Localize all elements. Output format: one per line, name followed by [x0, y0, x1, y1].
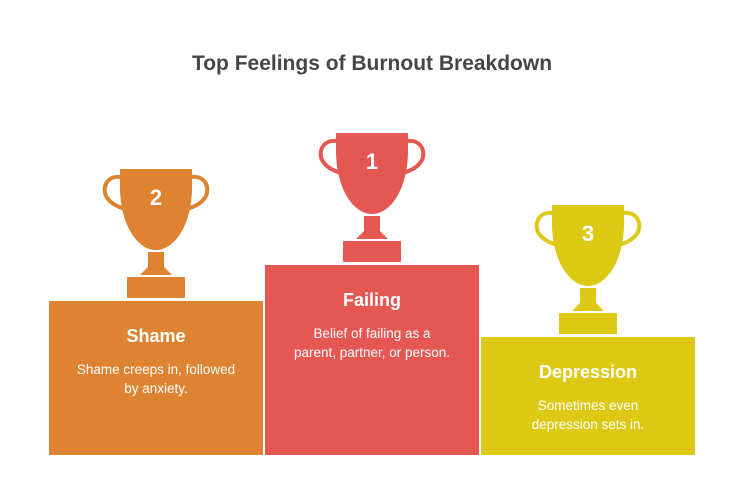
trophy-icon-second: 2	[102, 169, 210, 298]
rank-number: 2	[150, 185, 162, 210]
podium-failing: Failing Belief of failing as a parent, p…	[265, 265, 479, 455]
podium-description: Shame creeps in, followed by anxiety.	[76, 362, 236, 396]
rank-number: 3	[582, 221, 594, 246]
podium-description: Belief of failing as a parent, partner, …	[293, 326, 451, 360]
diagram-title: Top Feelings of Burnout Breakdown	[191, 52, 553, 75]
podium-label: Failing	[343, 290, 401, 310]
rank-number: 1	[366, 149, 378, 174]
podium-depression: Depression Sometimes even depression set…	[481, 337, 695, 455]
podium-label: Depression	[538, 362, 638, 382]
trophy-icon-first: 1	[318, 133, 426, 262]
podium-label: Shame	[126, 326, 186, 346]
trophy-icon-third: 3	[534, 205, 642, 334]
podium-shame: Shame Shame creeps in, followed by anxie…	[49, 301, 263, 455]
podium-description: Sometimes even depression sets in.	[531, 398, 645, 432]
